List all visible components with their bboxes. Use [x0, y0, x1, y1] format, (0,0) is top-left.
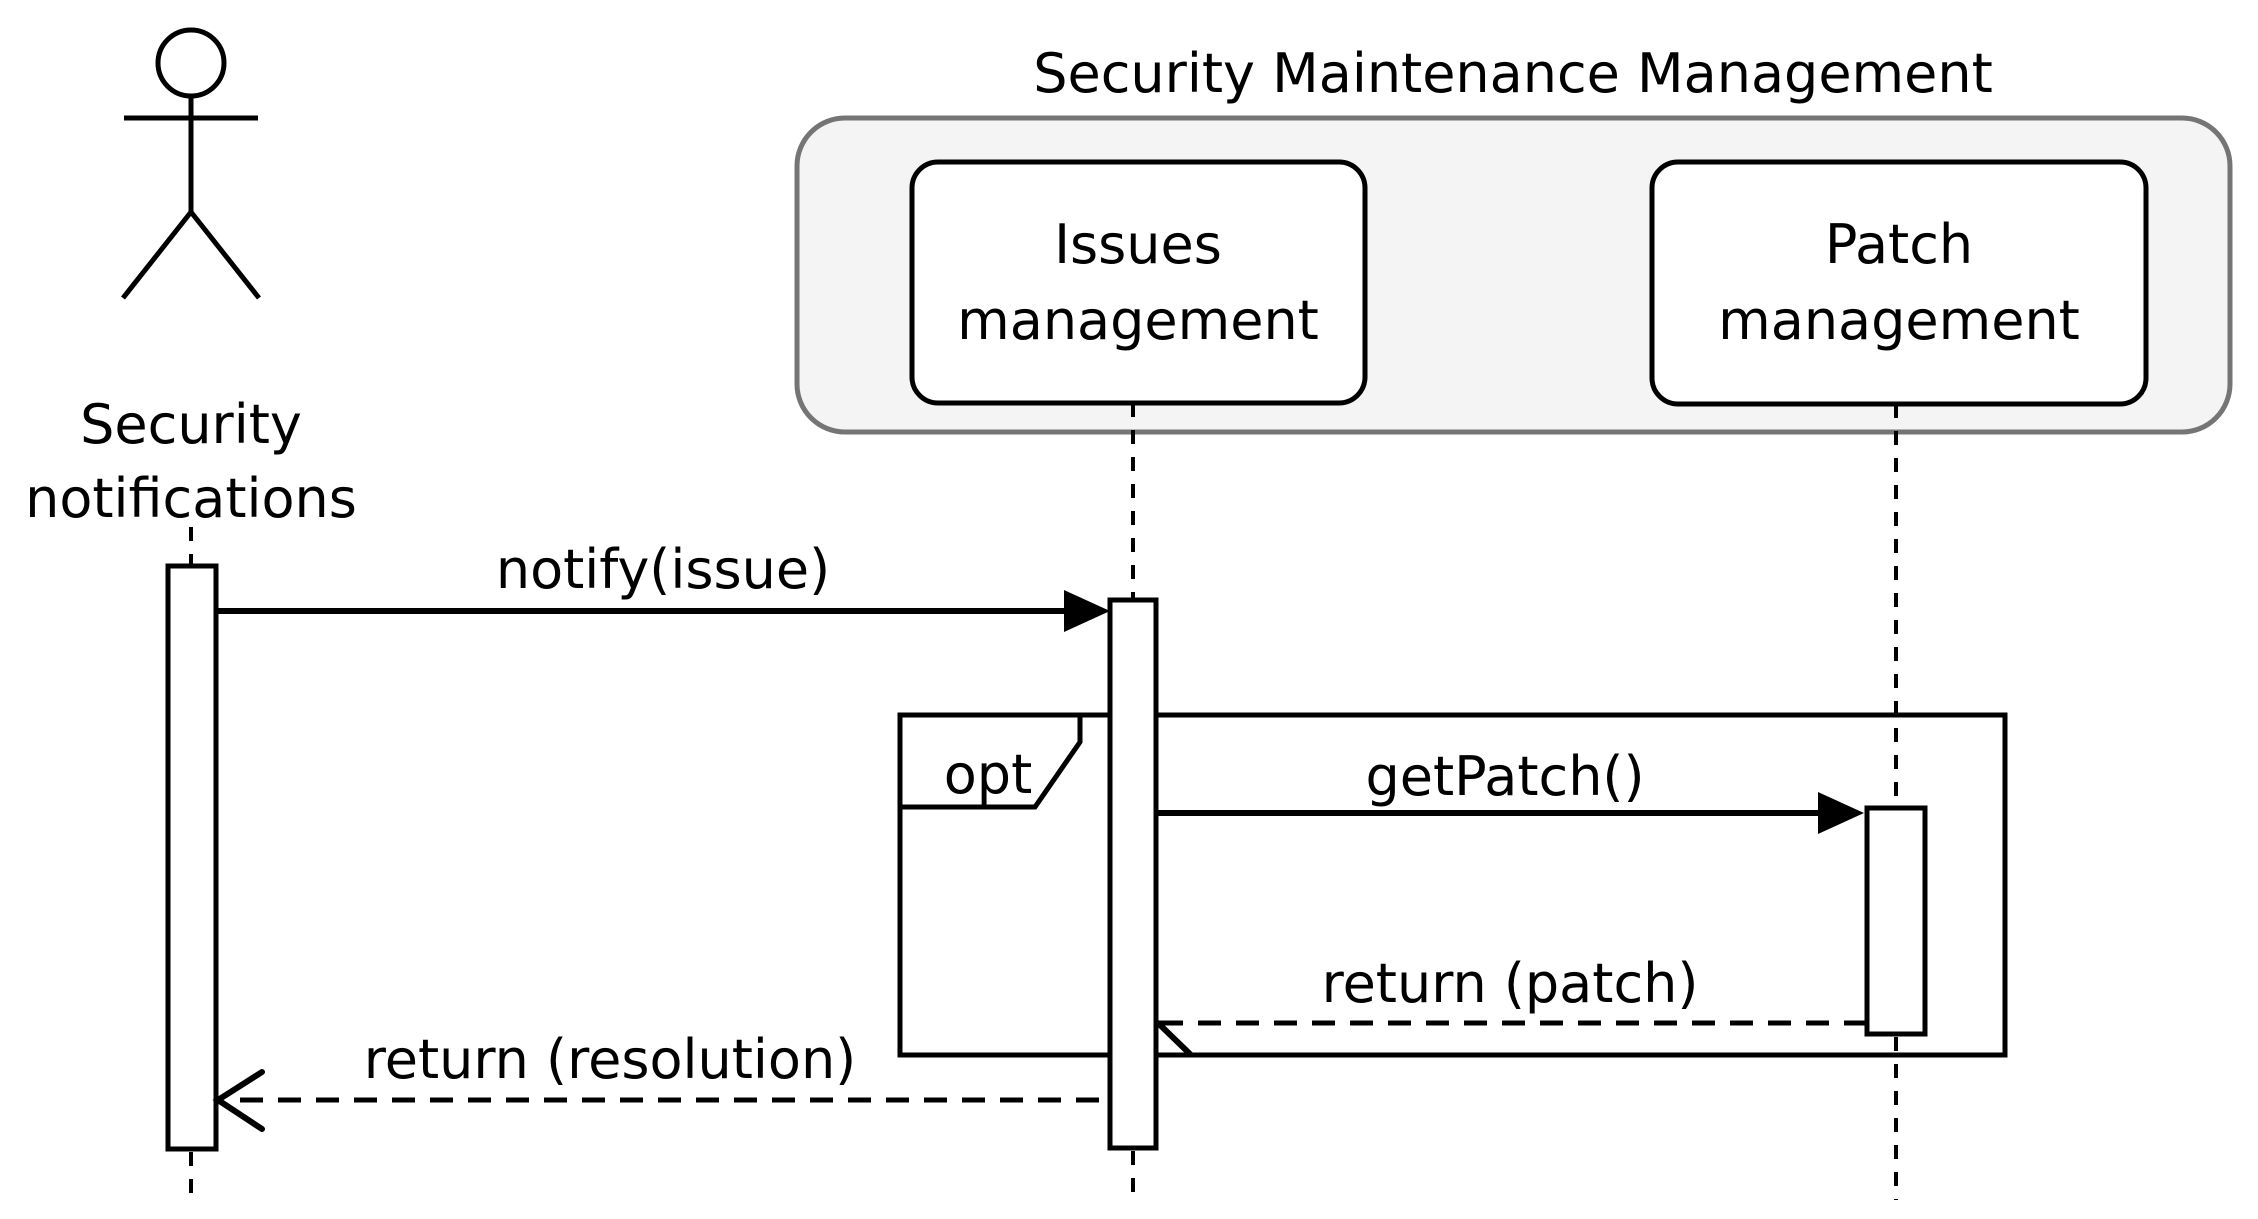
filled-arrowhead-right-icon — [1064, 590, 1110, 632]
actor-label-line1: Security — [80, 393, 302, 456]
participant-box-patch — [1649, 159, 2149, 407]
actor-head — [155, 27, 227, 99]
message-return-patch: return (patch) — [1155, 952, 1867, 1057]
opt-operator-label: opt — [944, 743, 1033, 806]
message-label-return-resolution: return (resolution) — [364, 1028, 857, 1091]
message-notify-issue: notify(issue) — [216, 538, 1110, 632]
system-frame-title: Security Maintenance Management — [1033, 42, 1993, 105]
actor-leg-right — [189, 210, 261, 300]
actor-leg-left — [121, 210, 193, 300]
open-arrowhead-left-icon — [1155, 1020, 1193, 1057]
participant-label-issues-line2: management — [957, 289, 1319, 352]
opt-fragment: opt — [897, 712, 2008, 1058]
message-return-resolution: return (resolution) — [212, 1028, 1110, 1132]
activation-bar-actor — [165, 563, 219, 1152]
message-label-getpatch: getPatch() — [1365, 745, 1644, 808]
open-arrowhead-left-icon — [212, 1069, 265, 1132]
participant-issues-management: Issues management — [909, 159, 1368, 406]
lifelines — [189, 403, 1898, 1205]
participant-patch-management: Patch management — [1649, 159, 2149, 407]
participant-label-issues-line1: Issues — [1054, 213, 1222, 276]
activation-bar-issues — [1107, 597, 1159, 1151]
message-label-return-patch: return (patch) — [1322, 952, 1699, 1015]
activation-bar-patch — [1864, 805, 1928, 1037]
participant-label-patch-line2: management — [1718, 289, 2080, 352]
actor-label-line2: notifications — [25, 467, 357, 530]
participant-box-issues — [909, 159, 1368, 406]
actor-figure-icon — [121, 27, 261, 300]
filled-arrowhead-right-icon — [1818, 792, 1864, 834]
message-getpatch: getPatch() — [1156, 745, 1864, 834]
participant-label-patch-line1: Patch — [1825, 213, 1973, 276]
message-label-notify: notify(issue) — [496, 538, 830, 601]
activation-bars — [165, 563, 1928, 1152]
opt-fragment-frame — [897, 712, 2008, 1058]
opt-operator-pentagon — [897, 712, 1083, 810]
